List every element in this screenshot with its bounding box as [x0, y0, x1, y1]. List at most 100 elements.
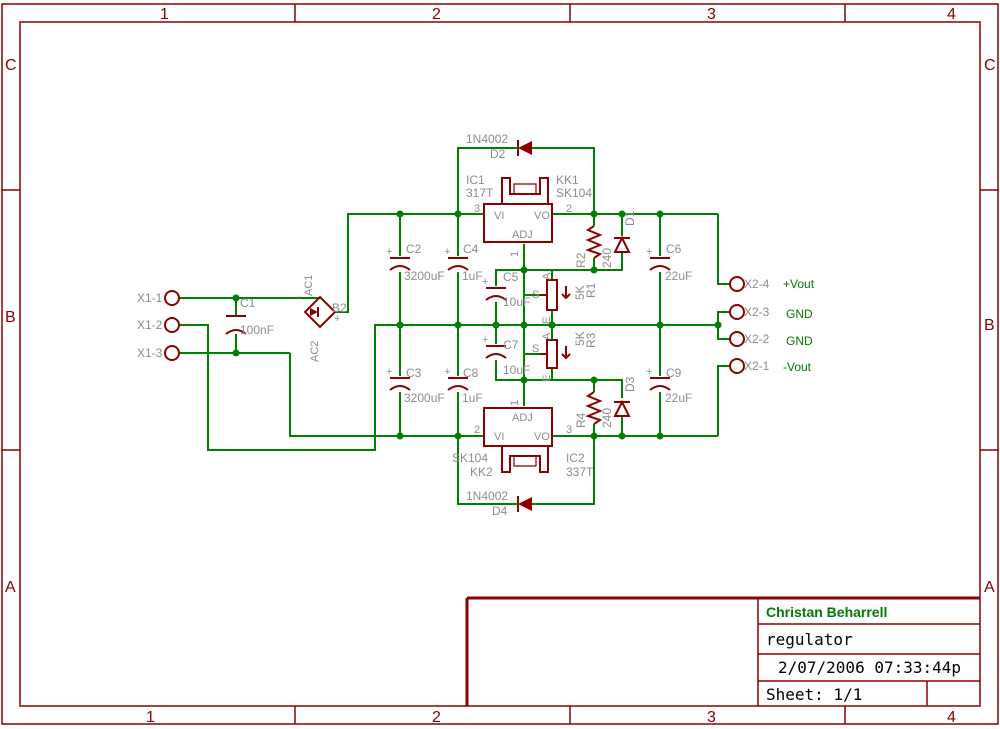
title-block: Christan Beharrell regulator 2/07/2006 0… [465, 596, 980, 706]
svg-text:3200uF: 3200uF [404, 391, 445, 405]
svg-text:337T: 337T [566, 465, 594, 479]
svg-text:C5: C5 [503, 270, 519, 284]
pin-x1-1[interactable] [164, 290, 180, 306]
pin-x2-2[interactable] [729, 331, 745, 347]
pin-x2-1[interactable] [729, 358, 745, 374]
signal-label-gnd-2: GND [786, 334, 813, 348]
pin-label-x2-1: X2-1 [744, 359, 770, 373]
pin-x2-3[interactable] [729, 304, 745, 320]
svg-text:22uF: 22uF [665, 391, 692, 405]
column-label-3: 3 [707, 6, 716, 23]
svg-text:1uF: 1uF [462, 391, 483, 405]
svg-text:3: 3 [566, 424, 572, 436]
svg-text:E: E [541, 375, 553, 382]
svg-text:D1: D1 [623, 210, 637, 226]
svg-text:+: + [646, 366, 652, 378]
svg-text:3: 3 [474, 203, 480, 215]
svg-text:A: A [541, 272, 553, 280]
resistor-r2: R2 240 [574, 225, 614, 268]
svg-text:+: + [482, 276, 488, 288]
signal-label-plus-vout: +Vout [783, 277, 815, 291]
svg-text:IC2: IC2 [566, 451, 585, 465]
svg-text:3200uF: 3200uF [404, 269, 445, 283]
column-label-1-bottom: 1 [146, 709, 155, 726]
capacitor-c5: + C5 10uF [482, 270, 530, 309]
svg-text:-: - [297, 291, 301, 303]
row-label-c-right: C [984, 57, 996, 74]
svg-text:C3: C3 [406, 366, 422, 380]
svg-text:C8: C8 [463, 366, 479, 380]
svg-text:E: E [541, 317, 553, 324]
svg-text:1N4002: 1N4002 [466, 132, 508, 146]
row-label-a: A [5, 579, 16, 596]
svg-text:2: 2 [474, 424, 480, 436]
sheet-number: Sheet: 1/1 [766, 685, 862, 704]
svg-text:2: 2 [566, 203, 572, 215]
svg-text:SK104: SK104 [556, 186, 592, 200]
svg-text:10uF: 10uF [503, 295, 530, 309]
drawing-datetime: 2/07/2006 07:33:44p [778, 658, 961, 677]
capacitor-c6: + C6 22uF [646, 242, 692, 283]
pin-x1-2[interactable] [164, 317, 180, 333]
svg-text:D4: D4 [492, 504, 508, 518]
capacitor-c1: C1 100nF [225, 296, 274, 337]
svg-text:+: + [444, 366, 450, 378]
junctions [232, 210, 722, 440]
svg-text:VI: VI [494, 210, 504, 222]
capacitor-c3: + C3 3200uF [386, 366, 445, 405]
signal-label-gnd-1: GND [786, 307, 813, 321]
svg-text:C4: C4 [463, 242, 479, 256]
svg-text:AC2: AC2 [309, 341, 321, 362]
row-label-c: C [5, 57, 17, 74]
trimpot-r3: S A E 5K R3 [532, 331, 598, 382]
svg-text:D3: D3 [623, 376, 637, 392]
svg-text:1: 1 [509, 400, 521, 406]
connector-x1: X1-1 X1-2 X1-3 [137, 290, 180, 361]
svg-text:C7: C7 [503, 338, 519, 352]
pin-label-x2-4: X2-4 [744, 277, 770, 291]
column-label-4-bottom: 4 [947, 709, 956, 726]
trimpot-r1: S A E 5K R1 [532, 272, 598, 324]
signal-label-minus-vout: -Vout [783, 360, 812, 374]
svg-text:VO: VO [534, 431, 550, 443]
svg-text:ADJ: ADJ [512, 229, 533, 241]
svg-text:22uF: 22uF [665, 269, 692, 283]
diode-d4: 1N4002 D4 [466, 489, 532, 518]
svg-text:B2: B2 [332, 301, 347, 315]
capacitor-c7: + C7 10uF [482, 334, 530, 377]
svg-text:C2: C2 [406, 242, 422, 256]
svg-text:A: A [541, 332, 553, 340]
pin-x1-3[interactable] [164, 345, 180, 361]
svg-text:S: S [532, 343, 539, 355]
capacitor-c2: + C2 3200uF [386, 242, 445, 283]
row-label-a-right: A [984, 579, 995, 596]
svg-text:+: + [444, 246, 450, 258]
pin-x2-4[interactable] [729, 276, 745, 292]
pin-label-x2-2: X2-2 [744, 332, 770, 346]
svg-text:240: 240 [600, 408, 614, 428]
pin-label-x1-2: X1-2 [137, 318, 163, 332]
diode-d1: D1 [613, 210, 637, 253]
svg-text:S: S [532, 289, 539, 301]
column-label-1: 1 [160, 6, 169, 23]
capacitor-c8: + C8 1uF [444, 366, 483, 405]
svg-text:10uF: 10uF [503, 363, 530, 377]
row-label-b-right: B [984, 317, 995, 334]
svg-text:+: + [386, 246, 392, 258]
svg-text:+: + [646, 246, 652, 258]
svg-text:ADJ: ADJ [512, 412, 533, 424]
svg-text:SK104: SK104 [452, 451, 488, 465]
pin-label-x1-1: X1-1 [137, 291, 163, 305]
svg-text:100nF: 100nF [240, 323, 274, 337]
svg-text:KK1: KK1 [556, 173, 579, 187]
svg-text:KK2: KK2 [470, 465, 493, 479]
column-label-3-bottom: 3 [707, 709, 716, 726]
svg-text:+: + [386, 366, 392, 378]
svg-text:R3: R3 [584, 332, 598, 348]
regulator-ic1: VI VO ADJ 3 2 1 IC1 317T KK1 SK104 [466, 173, 592, 257]
svg-text:IC1: IC1 [466, 173, 485, 187]
svg-text:1N4002: 1N4002 [466, 489, 508, 503]
svg-text:AC1: AC1 [303, 275, 315, 296]
pin-label-x1-3: X1-3 [137, 346, 163, 360]
